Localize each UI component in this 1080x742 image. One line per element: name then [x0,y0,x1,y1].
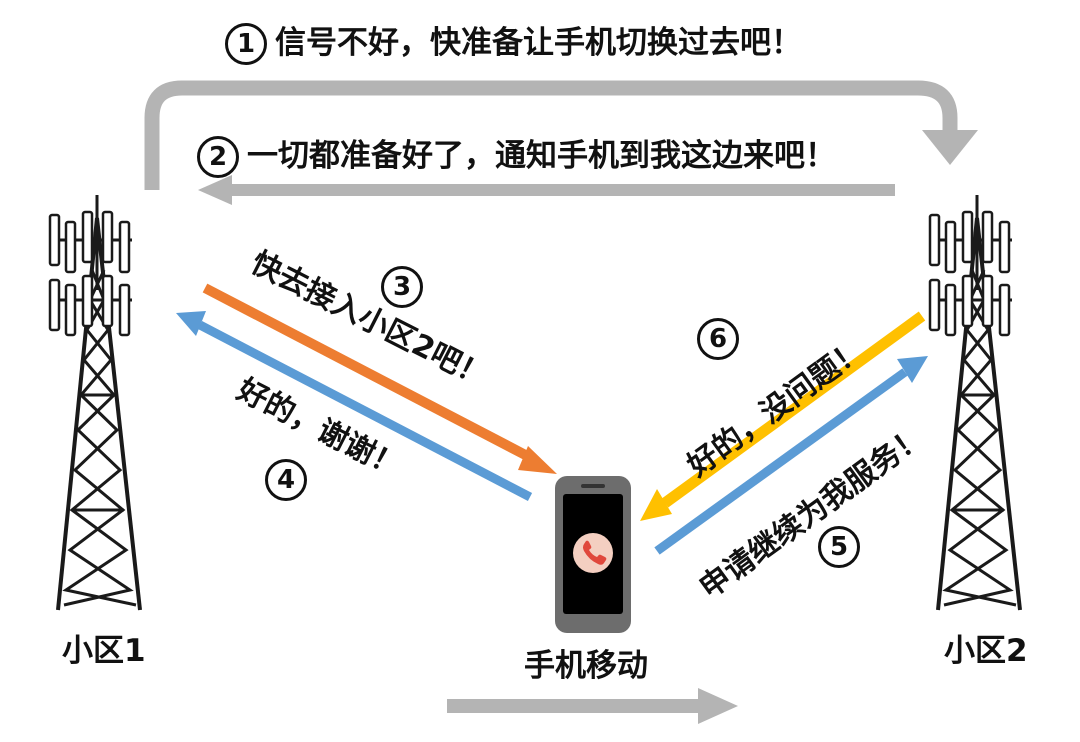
cell1-label: 小区1 [62,633,146,669]
cell2-label: 小区2 [944,633,1028,669]
arrow-step3-head [518,446,557,474]
arrow-step5-head [897,356,928,383]
phone-moving-label: 手机移动 [524,648,648,684]
arrow-step6 [661,311,926,508]
arrow-step5 [654,368,908,555]
step2-text: 一切都准备好了，通知手机到我这边来吧！ [247,138,836,174]
step5-number: 5 [818,526,860,568]
step2-number: 2 [197,136,239,178]
phone-call-icon [583,540,607,565]
arrow-step4-head [176,311,206,336]
mobile-phone-icon [555,476,631,633]
arrow-step1 [144,80,958,190]
arrow-step3 [202,283,538,465]
step1-number: 1 [225,23,267,65]
step3-number: 3 [381,266,423,308]
step4-number: 4 [265,459,307,501]
step1-text: 信号不好，快准备让手机切换过去吧！ [275,25,802,61]
call-button-icon [573,533,613,573]
arrow-step1-head [922,130,978,165]
arrow-step2-head [198,175,232,205]
tower-right-icon [928,193,1022,612]
arrow-step4 [197,321,533,501]
arrow-phone-movement-head [698,688,738,724]
arrow-step6-head [640,489,672,521]
tower-left-icon [48,193,142,612]
step6-number: 6 [697,318,739,360]
